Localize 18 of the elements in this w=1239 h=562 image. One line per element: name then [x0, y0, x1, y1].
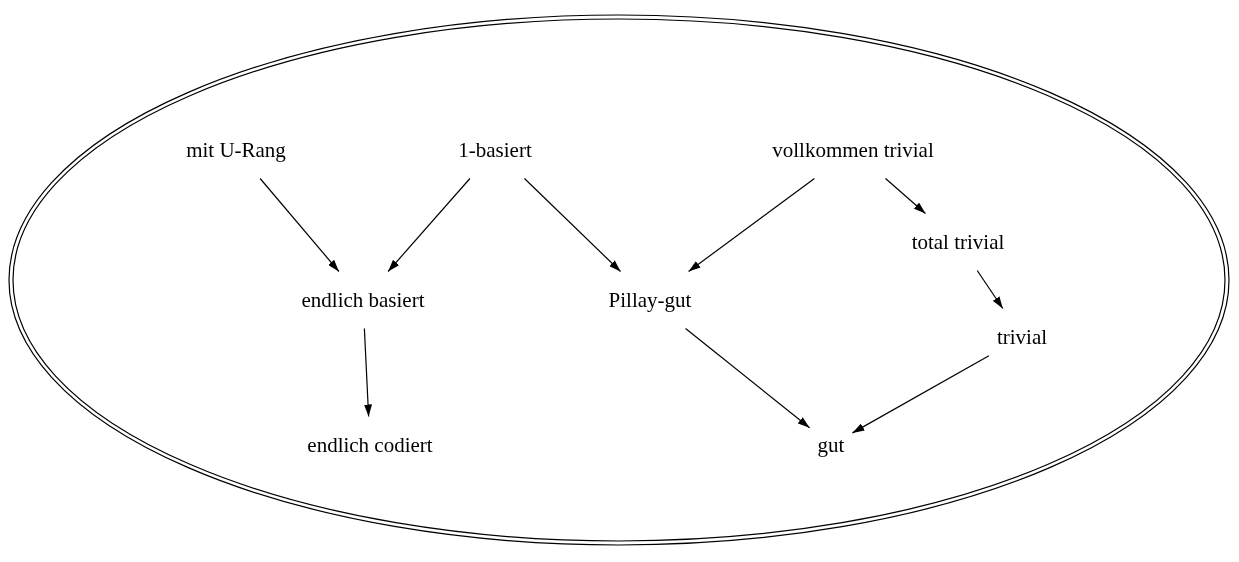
- node-label: vollkommen trivial: [772, 137, 934, 163]
- node-label: 1-basiert: [458, 137, 532, 163]
- arrow: [685, 327, 811, 429]
- node-label: trivial: [996, 324, 1048, 350]
- arrow: [851, 355, 990, 434]
- arrow: [387, 177, 471, 273]
- node-label: gut: [817, 432, 845, 458]
- arrow: [363, 327, 373, 418]
- node-label: total trivial: [911, 229, 1005, 255]
- arrow: [687, 177, 816, 273]
- arrow: [976, 269, 1004, 310]
- node-label: Pillay-gut: [608, 287, 692, 313]
- arrow: [884, 177, 927, 215]
- node-label: mit U-Rang: [186, 137, 286, 163]
- node-label: endlich basiert: [301, 287, 425, 313]
- arrow: [259, 177, 340, 273]
- arrow: [523, 177, 622, 273]
- node-label: endlich codiert: [307, 432, 433, 458]
